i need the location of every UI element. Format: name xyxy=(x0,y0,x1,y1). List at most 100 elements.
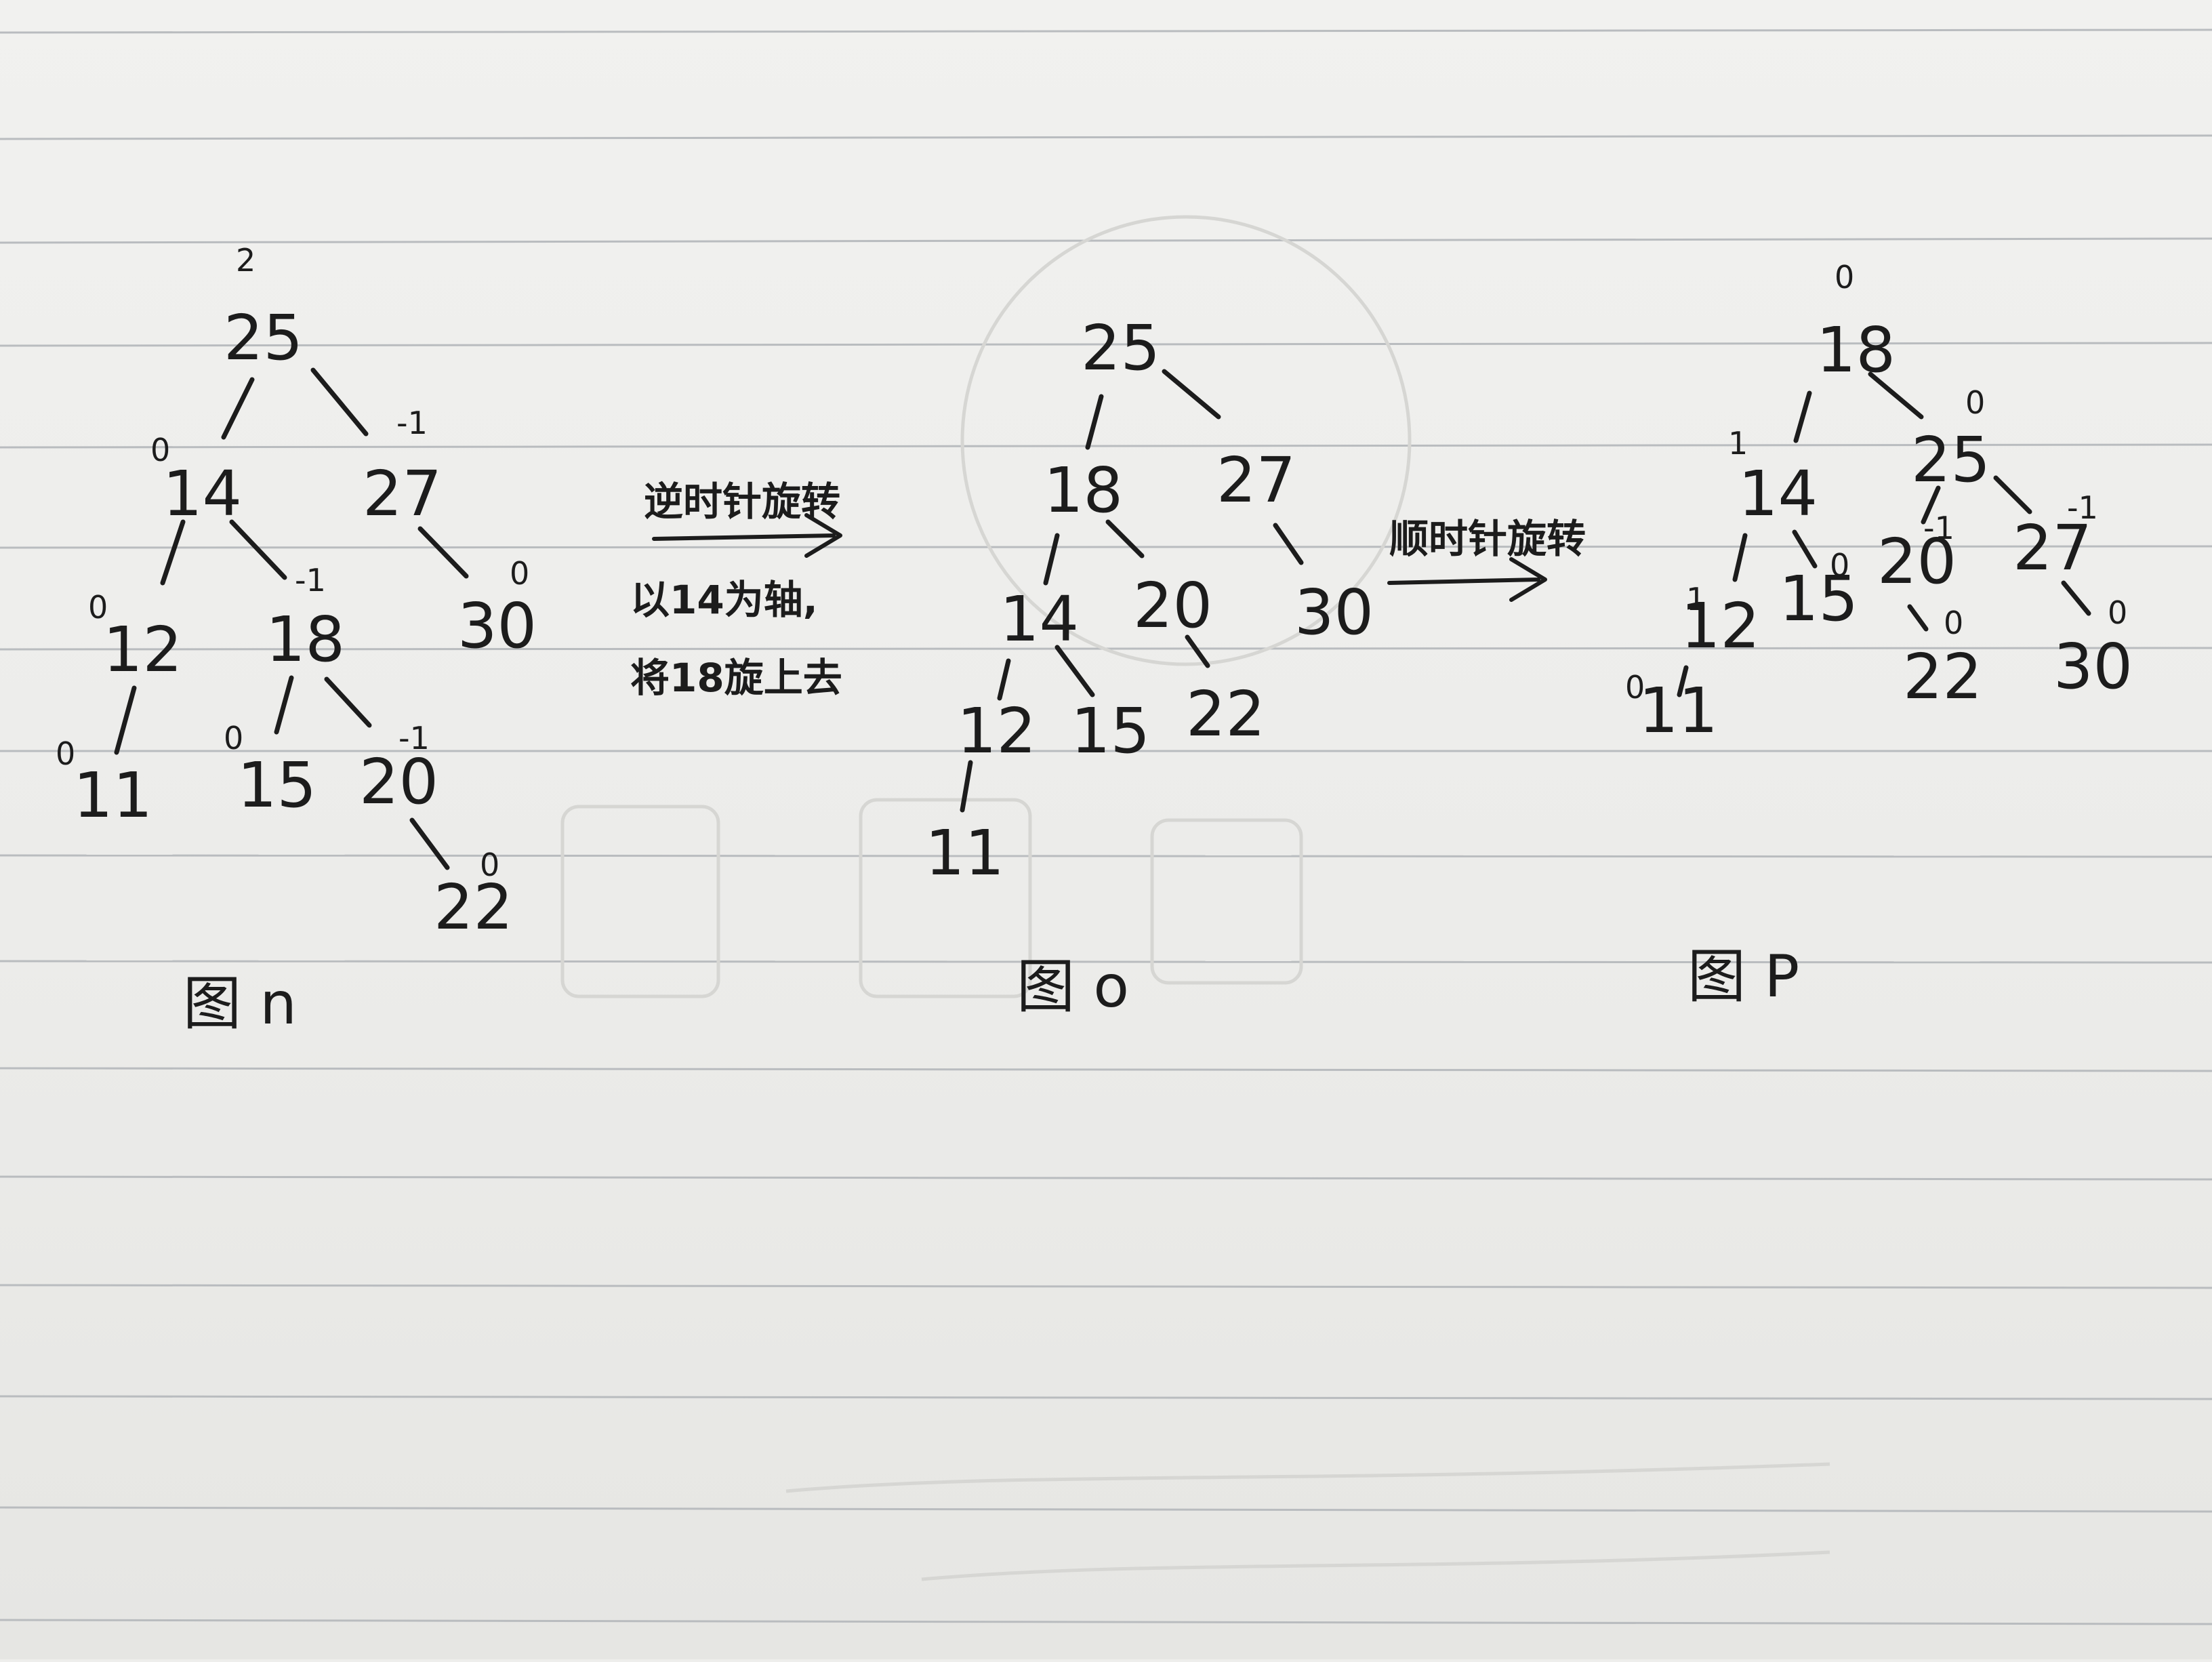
tree-p-edge-25-27 xyxy=(1993,475,2032,514)
rotation-note-2: 顺时针旋转 xyxy=(1387,516,1586,602)
tree-n-edge-14-18 xyxy=(229,519,287,580)
tree-n-edge-20-22 xyxy=(409,817,450,870)
tree-p-balance-factor: 0 xyxy=(1625,669,1645,706)
tree-p-node: 15 xyxy=(1779,563,1858,635)
tree-p-edge-25-20 xyxy=(1921,485,1941,525)
tree-p-node: 25 xyxy=(1911,424,1990,496)
ruled-lines xyxy=(0,28,2212,1625)
tree-p-edges xyxy=(1677,371,2091,697)
tree-n-node: 18 xyxy=(266,603,345,676)
tree-p-balance-factor: 0 xyxy=(1835,259,1854,296)
tree-p-caption: 图 P xyxy=(1687,943,1799,1011)
tree-n-edge-18-20 xyxy=(324,676,372,728)
tree-o-edge-20-22 xyxy=(1185,634,1210,668)
tree-o-edge-27-30 xyxy=(1273,523,1304,565)
tree-p-balance-factor: 0 xyxy=(1944,605,1963,641)
tree-p-node: 22 xyxy=(1903,641,1982,713)
tree-n-edge-25-14 xyxy=(221,377,255,440)
tree-n-edge-18-15 xyxy=(274,675,294,735)
tree-p-node: 14 xyxy=(1738,458,1818,530)
tree-o-edge-12-11 xyxy=(960,760,973,813)
tree-o-node: 18 xyxy=(1044,454,1123,527)
first-arrow xyxy=(652,513,842,558)
tree-n-balance-factor: 0 xyxy=(510,555,529,592)
tree-p-node: 11 xyxy=(1639,674,1718,747)
tree-n-balance-factor: -1 xyxy=(396,405,428,441)
tree-p-nodes: 18 0 14 1 25 0 12 1 15 0 20 -1 27 -1 11 … xyxy=(1625,259,2133,747)
tree-n-node: 14 xyxy=(163,458,242,530)
tree-n-nodes: 25 2 14 0 27 -1 12 0 18 -1 30 0 11 0 15 … xyxy=(56,242,537,944)
tree-o-caption: 图 o xyxy=(1017,953,1129,1021)
tree-n-edge-27-30 xyxy=(417,526,469,579)
tree-o-edge-25-18 xyxy=(1085,394,1104,450)
tree-p-balance-factor: -1 xyxy=(1923,510,1954,546)
tree-p-edge-18-25 xyxy=(1868,371,1924,420)
tree-p-edge-14-12 xyxy=(1732,533,1748,582)
tree-n-balance-factor: 0 xyxy=(150,432,170,468)
tree-o-node: 22 xyxy=(1186,678,1265,750)
tree-n-balance-factor: 0 xyxy=(224,720,243,756)
tree-p: 18 0 14 1 25 0 12 1 15 0 20 -1 27 -1 11 … xyxy=(1625,259,2133,1011)
tree-p-node: 12 xyxy=(1681,590,1760,662)
tree-o-edge-18-14 xyxy=(1043,533,1060,586)
tree-p-edge-20-22 xyxy=(1907,604,1929,632)
tree-n-node: 27 xyxy=(363,458,442,530)
tree-o-node: 30 xyxy=(1294,576,1374,649)
first-note-line1: 以14为轴, xyxy=(630,577,818,623)
rotation-note-1: 逆时针旋转 以14为轴, 将18旋上去 xyxy=(630,479,842,701)
tree-n: 25 2 14 0 27 -1 12 0 18 -1 30 0 11 0 15 … xyxy=(56,242,537,1038)
tree-n-balance-factor: -1 xyxy=(398,720,430,756)
tree-n-caption: 图 n xyxy=(183,970,297,1038)
tree-n-balance-factor: 2 xyxy=(236,242,255,279)
tree-o-edge-25-27 xyxy=(1162,369,1221,420)
tree-p-balance-factor: 0 xyxy=(1965,384,1985,421)
tree-o-edge-14-12 xyxy=(997,658,1011,701)
second-arrow-label: 顺时针旋转 xyxy=(1389,516,1586,562)
tree-o-node: 12 xyxy=(957,695,1036,767)
tree-o-node: 15 xyxy=(1071,695,1150,767)
tree-o-node: 11 xyxy=(925,817,1004,889)
tree-o-edge-14-15 xyxy=(1054,645,1095,697)
tree-n-balance-factor: 0 xyxy=(56,735,75,772)
tree-o: 25 18 27 14 20 30 12 15 22 11 图 o xyxy=(925,312,1374,1021)
tree-p-edge-27-30 xyxy=(2061,580,2091,616)
tree-o-edges xyxy=(960,369,1304,813)
tree-o-node: 20 xyxy=(1133,569,1212,642)
tree-n-node: 25 xyxy=(224,302,303,374)
tree-n-edge-12-11 xyxy=(114,685,137,755)
tree-p-balance-factor: 0 xyxy=(1830,547,1849,584)
tree-n-node: 30 xyxy=(457,590,537,662)
tree-n-node: 22 xyxy=(434,871,513,944)
tree-n-node: 12 xyxy=(103,613,182,686)
tree-p-edge-18-14 xyxy=(1793,390,1812,443)
tree-o-nodes: 25 18 27 14 20 30 12 15 22 11 xyxy=(925,312,1374,889)
tree-o-edge-18-20 xyxy=(1105,519,1145,559)
show-through-marks xyxy=(560,215,1830,1581)
second-arrow xyxy=(1387,557,1547,602)
tree-p-node: 27 xyxy=(2013,512,2092,584)
tree-n-balance-factor: 0 xyxy=(480,847,499,883)
tree-p-balance-factor: 0 xyxy=(2108,594,2127,631)
tree-n-edge-25-27 xyxy=(310,367,369,437)
tree-n-edges xyxy=(114,367,469,870)
first-note-line2: 将18旋上去 xyxy=(630,655,842,701)
tree-n-node: 15 xyxy=(237,749,316,822)
tree-n-balance-factor: -1 xyxy=(295,562,326,599)
tree-o-node: 27 xyxy=(1216,444,1296,516)
tree-p-edge-12-11 xyxy=(1677,665,1689,697)
tree-p-balance-factor: 1 xyxy=(1686,581,1706,617)
tree-n-node: 11 xyxy=(73,759,152,832)
tree-p-balance-factor: -1 xyxy=(2067,489,2098,526)
tree-n-edge-14-12 xyxy=(160,519,186,586)
tree-p-edge-14-15 xyxy=(1792,529,1818,569)
tree-o-node: 25 xyxy=(1081,312,1160,384)
tree-o-node: 14 xyxy=(1000,583,1079,655)
tree-p-balance-factor: 1 xyxy=(1728,425,1748,462)
tree-p-node: 18 xyxy=(1816,314,1896,386)
tree-n-node: 20 xyxy=(359,746,438,818)
tree-p-node: 20 xyxy=(1877,525,1957,598)
tree-n-balance-factor: 0 xyxy=(88,589,108,626)
tree-p-node: 30 xyxy=(2053,630,2133,703)
